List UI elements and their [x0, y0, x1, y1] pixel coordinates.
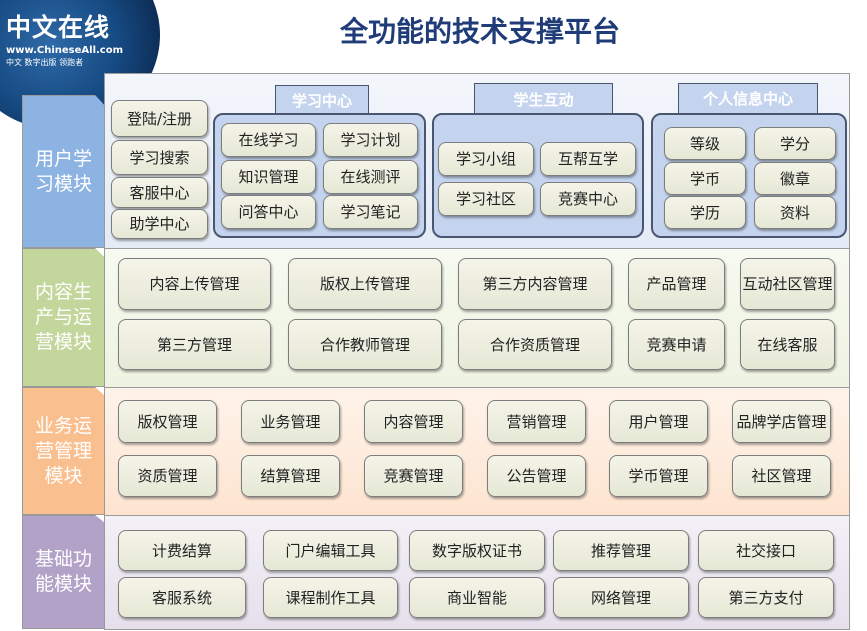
content-module-items-button-7[interactable]: 合作资质管理	[458, 319, 612, 370]
logo-name: 中文在线	[6, 13, 111, 42]
user-module-personal-info-items-button-2[interactable]: 学币	[664, 162, 746, 195]
base-module-items-button-2[interactable]: 数字版权证书	[409, 530, 545, 571]
logo: 中文在线 www.ChineseAll.com 中文 数字出版 领跑者	[6, 8, 123, 68]
content-module-items-button-4[interactable]: 互动社区管理	[740, 258, 835, 310]
user-module-study-center-items-button-0[interactable]: 在线学习	[221, 123, 316, 157]
page-title: 全功能的技术支撑平台	[339, 15, 620, 48]
base-module-items-button-3[interactable]: 推荐管理	[553, 530, 689, 571]
base-module-items-button-1[interactable]: 门户编辑工具	[263, 530, 398, 571]
user-module-personal-info-items-button-5[interactable]: 资料	[754, 196, 836, 229]
ops-module-items-button-4[interactable]: 用户管理	[609, 400, 708, 443]
base-module-items-button-9[interactable]: 第三方支付	[698, 577, 834, 618]
ops-module-items-button-5[interactable]: 品牌学店管理	[732, 400, 831, 443]
base-module-label: 基础功能模块	[22, 515, 105, 629]
ops-module-items-button-8[interactable]: 竞赛管理	[364, 455, 463, 497]
student-interaction-title: 学生互动	[474, 83, 613, 114]
personal-info-title: 个人信息中心	[678, 83, 818, 113]
user-module-personal-info-items-button-3[interactable]: 徽章	[754, 162, 836, 195]
user-module-student-interaction-items-button-0[interactable]: 学习小组	[438, 142, 534, 176]
base-module-items-button-4[interactable]: 社交接口	[698, 530, 834, 571]
logo-slogan: 中文 数字出版 领跑者	[6, 58, 84, 67]
user-module-left-items-button-2[interactable]: 客服中心	[111, 177, 208, 208]
content-module-items-button-6[interactable]: 合作教师管理	[288, 319, 442, 370]
user-module-left-items-button-1[interactable]: 学习搜索	[111, 140, 208, 175]
user-module-label: 用户学习模块	[22, 95, 105, 248]
base-module-items-button-0[interactable]: 计费结算	[118, 530, 246, 571]
ops-module-items-button-9[interactable]: 公告管理	[487, 455, 586, 497]
user-module-student-interaction-items-button-3[interactable]: 竞赛中心	[540, 182, 636, 216]
base-module-items-button-7[interactable]: 商业智能	[409, 577, 545, 618]
content-module-label: 内容生产与运营模块	[22, 248, 105, 387]
user-module-personal-info-items-button-4[interactable]: 学历	[664, 196, 746, 229]
ops-module-panel	[104, 387, 850, 516]
ops-module-items-button-11[interactable]: 社区管理	[732, 455, 831, 497]
user-module-left-items-button-3[interactable]: 助学中心	[111, 209, 208, 239]
logo-url: www.ChineseAll.com	[6, 45, 124, 56]
base-module-items-button-6[interactable]: 课程制作工具	[263, 577, 398, 618]
user-module-student-interaction-items-button-2[interactable]: 学习社区	[438, 182, 534, 216]
content-module-items-button-8[interactable]: 竞赛申请	[628, 319, 725, 370]
base-module-items-button-5[interactable]: 客服系统	[118, 577, 246, 618]
ops-module-items-button-1[interactable]: 业务管理	[241, 400, 340, 443]
base-module-items-button-8[interactable]: 网络管理	[553, 577, 689, 618]
content-module-items-button-3[interactable]: 产品管理	[628, 258, 725, 310]
content-module-items-button-0[interactable]: 内容上传管理	[118, 258, 271, 310]
user-module-left-items-button-0[interactable]: 登陆/注册	[111, 100, 208, 137]
ops-module-items-button-10[interactable]: 学币管理	[609, 455, 708, 497]
ops-module-items-button-7[interactable]: 结算管理	[241, 455, 340, 497]
user-module-study-center-items-button-2[interactable]: 知识管理	[221, 160, 316, 194]
ops-module-label: 业务运营管理模块	[22, 387, 105, 515]
ops-module-items-button-3[interactable]: 营销管理	[487, 400, 586, 443]
ops-module-items-button-0[interactable]: 版权管理	[118, 400, 217, 443]
user-module-study-center-items-button-4[interactable]: 问答中心	[221, 195, 316, 229]
content-module-items-button-5[interactable]: 第三方管理	[118, 319, 271, 370]
user-module-study-center-items-button-3[interactable]: 在线测评	[323, 160, 418, 194]
content-module-items-button-9[interactable]: 在线客服	[740, 319, 835, 370]
user-module-personal-info-items-button-0[interactable]: 等级	[664, 127, 746, 160]
content-module-items-button-1[interactable]: 版权上传管理	[288, 258, 442, 310]
user-module-study-center-items-button-1[interactable]: 学习计划	[323, 123, 418, 157]
content-module-items-button-2[interactable]: 第三方内容管理	[458, 258, 612, 310]
user-module-student-interaction-items-button-1[interactable]: 互帮互学	[540, 142, 636, 176]
user-module-study-center-items-button-5[interactable]: 学习笔记	[323, 195, 418, 229]
ops-module-items-button-6[interactable]: 资质管理	[118, 455, 217, 497]
study-center-title: 学习中心	[275, 85, 369, 114]
ops-module-items-button-2[interactable]: 内容管理	[364, 400, 463, 443]
user-module-personal-info-items-button-1[interactable]: 学分	[754, 127, 836, 160]
